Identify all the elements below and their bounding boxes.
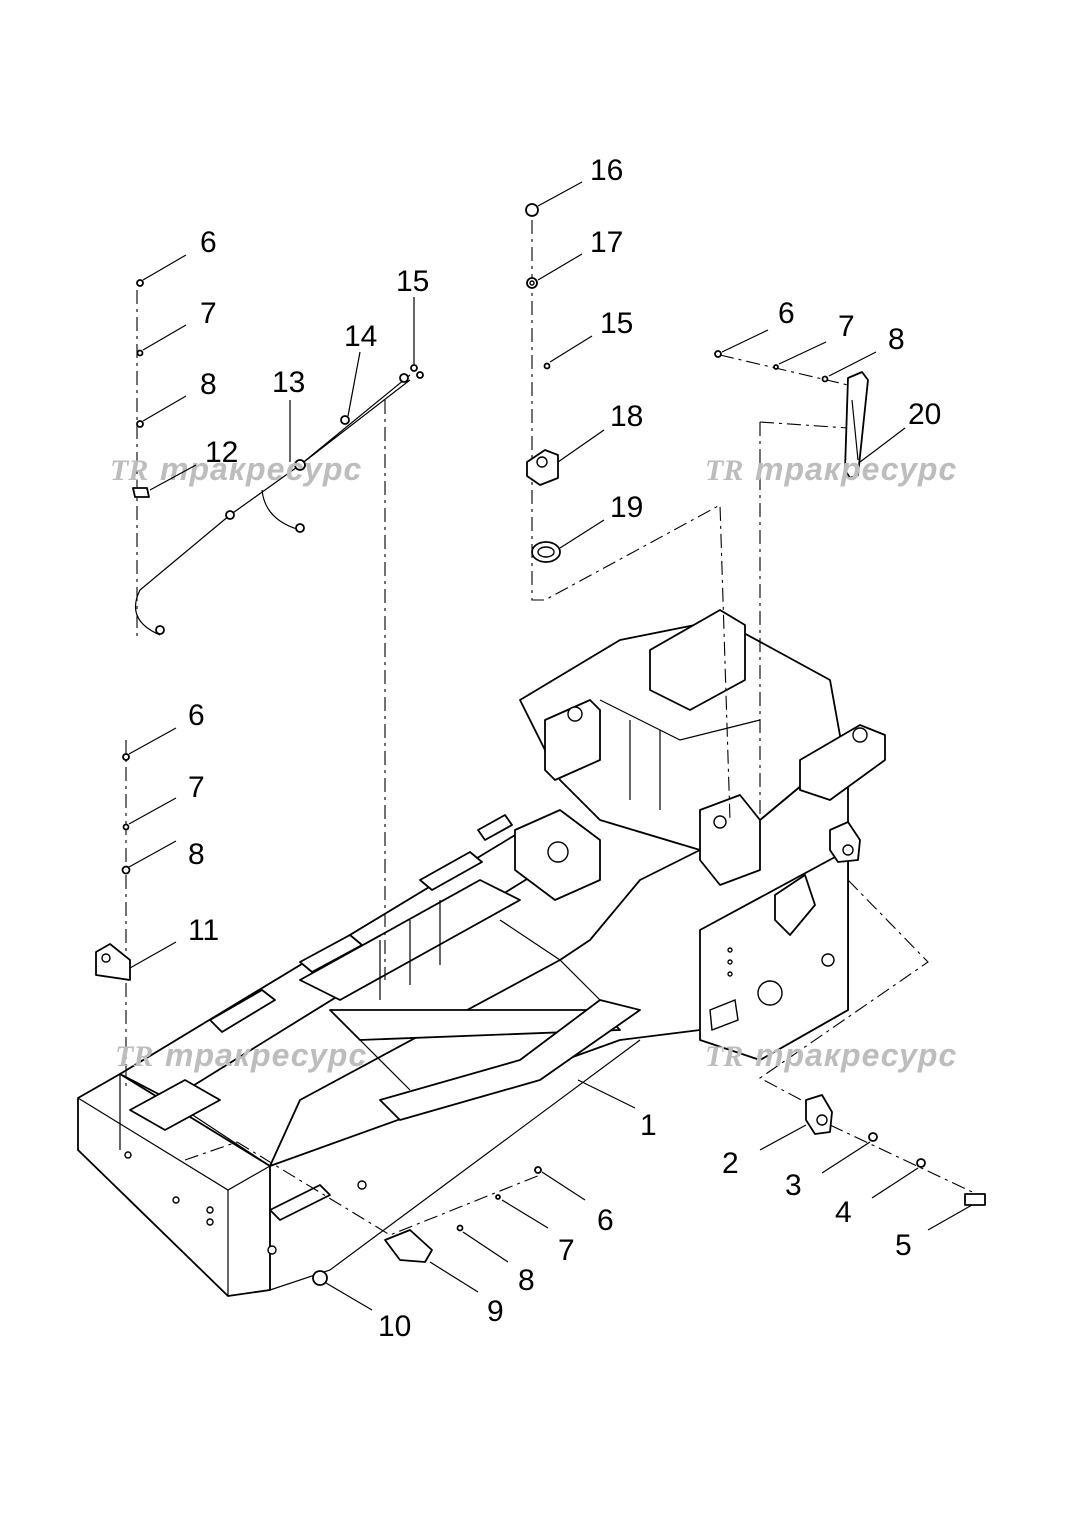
callout-20: 20 bbox=[908, 398, 941, 431]
callouts: 1 2 3 4 5 6 7 8 6 7 8 6 7 8 6 bbox=[128, 154, 973, 1343]
callout-4: 4 bbox=[835, 1196, 852, 1229]
callout-5: 5 bbox=[895, 1229, 912, 1262]
callout-12: 12 bbox=[205, 436, 238, 469]
watermark-text: тракресурс bbox=[755, 1037, 957, 1073]
callout-14: 14 bbox=[344, 320, 377, 353]
callout-16: 16 bbox=[590, 154, 623, 187]
watermark-bottom-right: TR тракресурс bbox=[705, 1037, 957, 1073]
main-frame bbox=[77, 609, 886, 1297]
callout-17: 17 bbox=[590, 226, 623, 259]
callout-15-left: 15 bbox=[396, 265, 429, 298]
callout-7-bottom: 7 bbox=[558, 1234, 575, 1267]
hardware-parts bbox=[95, 203, 986, 1286]
callout-7-top-left: 7 bbox=[200, 297, 217, 330]
callout-6-mid-left: 6 bbox=[188, 699, 205, 732]
callout-10: 10 bbox=[378, 1310, 411, 1343]
callout-6-bottom: 6 bbox=[597, 1204, 614, 1237]
watermark-bottom-left: TR тракресурс bbox=[115, 1037, 367, 1073]
callout-8-mid-left: 8 bbox=[188, 838, 205, 871]
callout-19: 19 bbox=[610, 491, 643, 524]
watermark-logo: TR bbox=[705, 1040, 743, 1073]
callout-6-top-left: 6 bbox=[200, 226, 217, 259]
callout-8-top-left: 8 bbox=[200, 368, 217, 401]
watermark-logo: TR bbox=[705, 454, 743, 487]
callout-18: 18 bbox=[610, 400, 643, 433]
callout-3: 3 bbox=[785, 1169, 802, 1202]
callout-7-top-right: 7 bbox=[838, 310, 855, 343]
watermark-top-left: TR тракресурс bbox=[110, 451, 362, 487]
watermark-text: тракресурс bbox=[755, 451, 957, 487]
callout-11: 11 bbox=[188, 914, 219, 947]
callout-1: 1 bbox=[640, 1109, 657, 1142]
watermark-top-right: TR тракресурс bbox=[705, 451, 957, 487]
callout-7-mid-left: 7 bbox=[188, 771, 205, 804]
callout-2: 2 bbox=[722, 1147, 739, 1180]
watermark-text: тракресурс bbox=[165, 1037, 367, 1073]
callout-15-center: 15 bbox=[600, 307, 633, 340]
watermark-logo: TR bbox=[110, 454, 148, 487]
callout-9: 9 bbox=[487, 1295, 504, 1328]
callout-8-top-right: 8 bbox=[888, 323, 905, 356]
watermark-logo: TR bbox=[115, 1040, 153, 1073]
watermark-text: тракресурс bbox=[160, 451, 362, 487]
callout-6-top-right: 6 bbox=[778, 297, 795, 330]
callout-13: 13 bbox=[272, 366, 305, 399]
callout-8-bottom: 8 bbox=[518, 1264, 535, 1297]
